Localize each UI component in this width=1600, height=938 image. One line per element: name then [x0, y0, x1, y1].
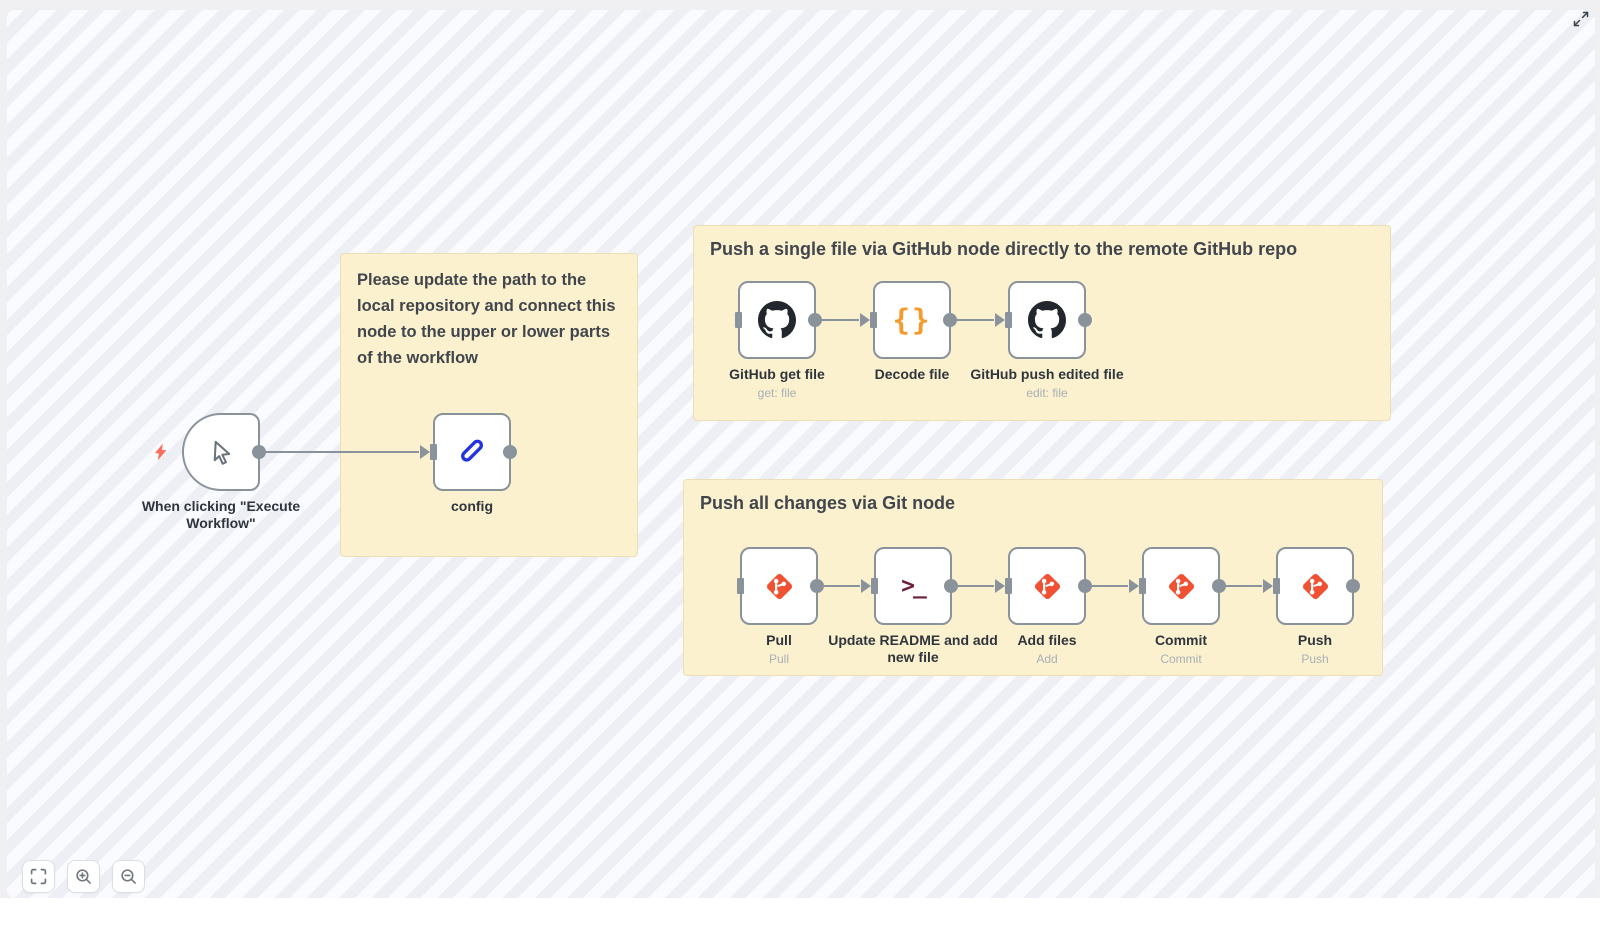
node-label-when-clicking-execute-workflow: When clicking "Execute Workflow"	[141, 498, 301, 531]
node-github-get-file[interactable]	[735, 281, 822, 359]
expand-button[interactable]	[1569, 7, 1593, 31]
output-port[interactable]	[1212, 579, 1226, 593]
cursor-icon	[206, 437, 237, 468]
node-subtitle-commit: Commit	[1160, 652, 1202, 666]
node-subtitle-github-get-file: get: file	[757, 386, 797, 400]
node-subtitle-github-push-edited-file: edit: file	[1026, 386, 1068, 400]
node-add-files[interactable]	[995, 547, 1092, 625]
github-icon	[758, 301, 796, 339]
node-label-commit: Commit	[1154, 632, 1208, 648]
expand-icon	[1572, 10, 1590, 28]
node-update-readme-and-add-new-file[interactable]: >_	[861, 547, 958, 625]
zoom-in-icon	[75, 868, 92, 885]
sticky-note-text: Push all changes via Git node	[700, 493, 956, 513]
node-subtitle-push: Push	[1301, 652, 1329, 666]
output-port[interactable]	[1078, 313, 1092, 327]
output-port[interactable]	[252, 445, 266, 459]
node-commit[interactable]	[1129, 547, 1226, 625]
execute-bolt-icon	[154, 443, 168, 461]
node-subtitle-pull: Pull	[768, 652, 790, 666]
zoom-out-button[interactable]	[112, 860, 145, 893]
pencil-icon	[454, 434, 490, 470]
input-port[interactable]	[870, 312, 877, 328]
sticky-note-text: Please update the path to the local repo…	[357, 271, 616, 367]
input-port[interactable]	[1005, 312, 1012, 328]
connection-decode-file-to-github-push-edited-file[interactable]	[951, 319, 994, 321]
git-icon	[1030, 569, 1065, 604]
output-port[interactable]	[943, 313, 957, 327]
fit-view-button[interactable]	[22, 860, 55, 893]
node-label-pull: Pull	[766, 632, 792, 648]
zoom-out-icon	[120, 868, 137, 885]
connection-pull-to-update-readme-and-add-new-file[interactable]	[818, 585, 860, 587]
github-icon	[1028, 301, 1066, 339]
connection-when-clicking-execute-workflow-to-config[interactable]	[260, 451, 419, 453]
node-label-github-get-file: GitHub get file	[729, 366, 825, 382]
input-port[interactable]	[735, 312, 742, 328]
node-label-update-readme-and-add-new-file: Update README and add new file	[828, 632, 998, 665]
sticky-note-config-note[interactable]: Please update the path to the local repo…	[340, 253, 638, 557]
git-icon	[762, 569, 797, 604]
output-port[interactable]	[944, 579, 958, 593]
workflow-canvas[interactable]	[7, 10, 1595, 898]
node-label-github-push-edited-file: GitHub push edited file	[970, 366, 1124, 382]
node-label-decode-file: Decode file	[874, 366, 950, 382]
connection-commit-to-push[interactable]	[1220, 585, 1262, 587]
braces-icon: {}	[892, 303, 932, 337]
input-port[interactable]	[871, 578, 878, 594]
zoom-in-button[interactable]	[67, 860, 100, 893]
input-port[interactable]	[430, 444, 437, 460]
output-port[interactable]	[1078, 579, 1092, 593]
node-decode-file[interactable]: {}	[860, 281, 957, 359]
node-config[interactable]	[420, 413, 517, 491]
node-subtitle-add-files: Add	[1036, 652, 1058, 666]
node-label-push: Push	[1297, 632, 1333, 648]
input-arrow	[995, 579, 1005, 593]
input-port[interactable]	[1273, 578, 1280, 594]
input-arrow	[861, 579, 871, 593]
input-port[interactable]	[1139, 578, 1146, 594]
node-when-clicking-execute-workflow[interactable]	[154, 413, 266, 491]
input-arrow	[420, 445, 430, 459]
node-github-push-edited-file[interactable]	[995, 281, 1092, 359]
input-arrow	[995, 313, 1005, 327]
output-port[interactable]	[810, 579, 824, 593]
terminal-icon: >_	[901, 573, 927, 599]
sticky-note-text: Push a single file via GitHub node direc…	[710, 239, 1298, 259]
input-port[interactable]	[737, 578, 744, 594]
output-port[interactable]	[1346, 579, 1360, 593]
node-label-add-files: Add files	[1017, 632, 1077, 648]
input-port[interactable]	[1005, 578, 1012, 594]
input-arrow	[1263, 579, 1273, 593]
connection-github-get-file-to-decode-file[interactable]	[816, 319, 859, 321]
connection-add-files-to-commit[interactable]	[1086, 585, 1128, 587]
git-icon	[1298, 569, 1333, 604]
connection-update-readme-and-add-new-file-to-add-files[interactable]	[952, 585, 994, 587]
node-pull[interactable]	[737, 547, 824, 625]
node-push[interactable]	[1263, 547, 1360, 625]
node-label-config: config	[451, 498, 493, 514]
fit-view-icon	[30, 868, 47, 885]
git-icon	[1164, 569, 1199, 604]
output-port[interactable]	[808, 313, 822, 327]
input-arrow	[1129, 579, 1139, 593]
input-arrow	[860, 313, 870, 327]
output-port[interactable]	[503, 445, 517, 459]
